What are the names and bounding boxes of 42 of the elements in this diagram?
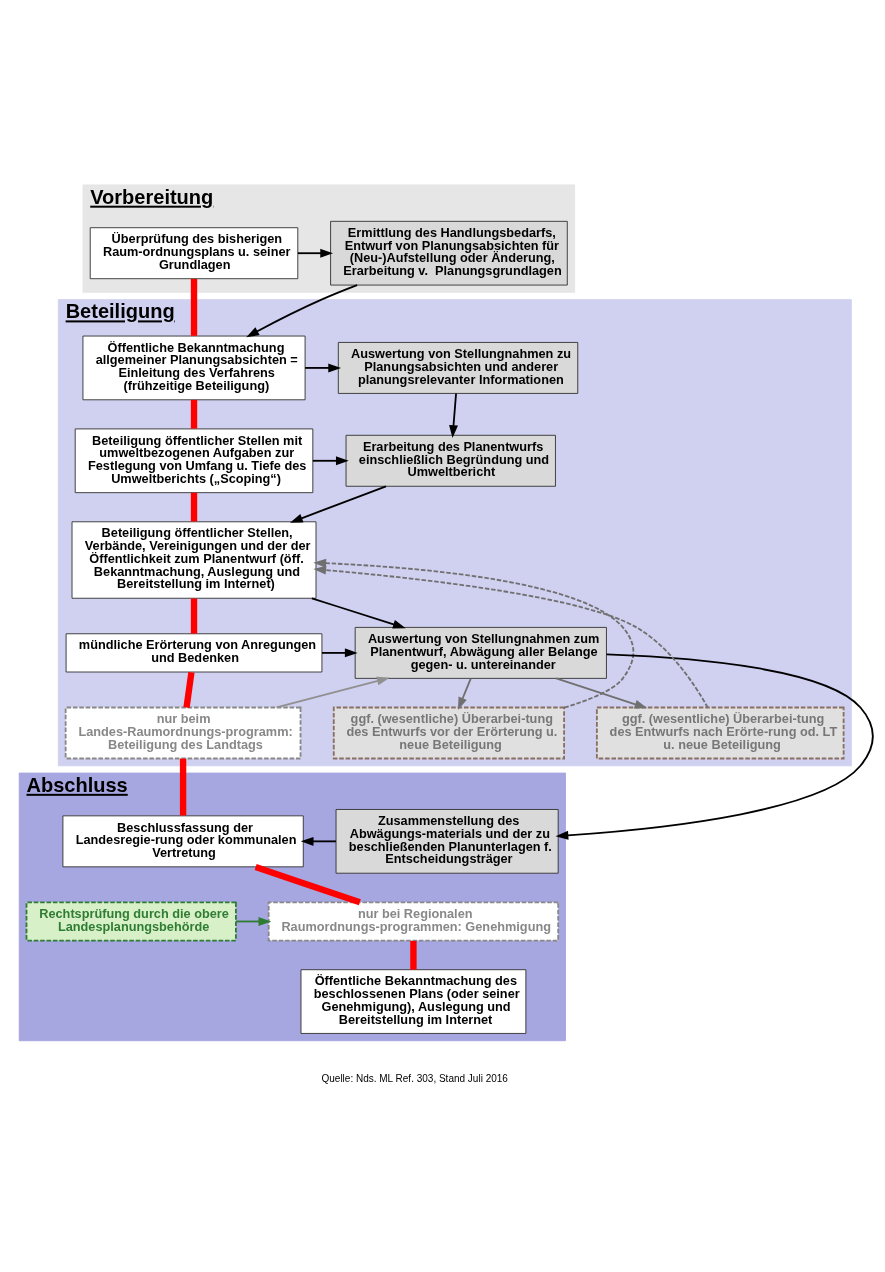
node-box: Auswertung von Stellungnahmen zu Planungsabsichten und anderer planungsrelevanter Informationen [337,341,579,394]
node-box: Erarbeitung des Planentwurfs einschließlich Begründung und Umweltbericht [345,434,556,487]
connector [190,399,198,429]
arrow [235,916,272,926]
node-box: Öffentliche Bekanntmachung des beschlossenen Plans (oder seiner Genehmigung), Auslegung und Bereitstellung im Internet [300,968,527,1034]
arrow [311,455,349,465]
arrow [300,836,337,846]
connector [190,278,198,336]
connector [410,940,417,970]
arrow [304,362,342,372]
node-box: Rechtsprüfung durch die obere Landesplanungsbehörde [25,900,237,941]
arrow [555,653,874,840]
node-box: Zusammenstellung des Abwägungs-materials und der zu beschließenden Planunterlagen f. Entscheidungsträger [335,808,559,874]
arrow [296,248,334,258]
node-box: nur beim Landes-Raumordnungs-programm: Beteiligung des Landtags [64,706,302,759]
arrow [449,392,458,438]
node-box: Auswertung von Stellungnahmen zum Planentwurf, Abwägung aller Belange gegen- u. untereinander [354,626,607,679]
node-box: Öffentliche Bekanntmachung allgemeiner Planungsabsichten = Einleitung des Verfahrens (frühzeitige Beteiligung) [82,335,306,400]
arrow [313,558,635,709]
arrow [313,565,709,708]
connector [254,863,361,905]
arrow [321,647,358,657]
node-box: Beteiligung öffentlicher Stellen mit umweltbezogenen Aufgaben zur Festlegung von Umfang u. Tiefe des Umweltberichts („Scoping“) [74,427,314,493]
connector [190,492,198,521]
node-box: ggf. (wesentliche) Überarbei-tung des Entwurfs nach Erörte-rung od. LT u. neue Beteiligung [595,706,845,759]
arrow [457,677,472,710]
connector [183,671,195,708]
arrow [289,484,387,523]
connector [179,758,187,815]
node-box: Überprüfung des bisherigen Raum-ordnungsplans u. seiner Grundlagen [89,226,299,279]
node-box: mündliche Erörterung von Anregungen und Bedenken [65,632,323,672]
arrow [246,283,358,337]
node-box: ggf. (wesentliche) Überarbei-tung des Entwurfs vor der Erörterung u. neue Beteiligung [332,706,565,759]
node-box: Beteiligung öffentlicher Stellen, Verbände, Vereinigungen und der der Öffentlichkeit zum Planentwurf (öff. Bekanntmachung, Auslegung und Bereitstellung im Internet) [71,520,317,599]
connector [190,598,198,634]
arrow [275,676,390,708]
arrow [311,596,406,629]
node-box: Ermittlung des Handlungsbedarfs, Entwurf von Planungsabsichten für (Neu-)Aufstellung oder Änderung, Erarbeitung v. Planungsgrundlagen [330,220,568,286]
arrow [555,677,648,709]
label: Quelle: Nds. ML Ref. 303, Stand Juli 2016 [321,1072,508,1084]
node-box: nur bei Regionalen Raumordnungs-programmen: Genehmigung [267,900,560,941]
node-box: Beschlussfassung der Landesregie-rung oder kommunalen Vertretung [62,814,304,867]
